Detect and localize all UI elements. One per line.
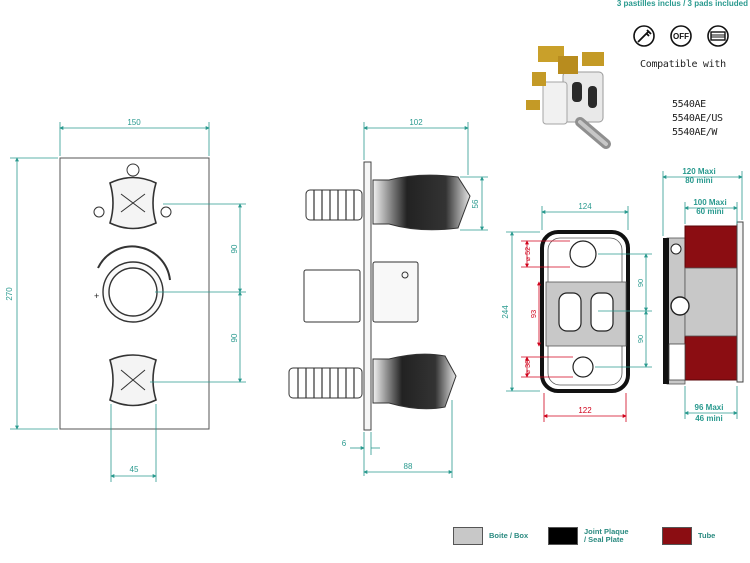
top-diameter-value: 52 bbox=[525, 247, 532, 255]
wall-depth-label: 88 bbox=[404, 462, 413, 471]
front-width-label: 150 bbox=[127, 118, 141, 127]
svg-text:+: + bbox=[94, 291, 99, 301]
outer-max-label: 120 Maxi bbox=[682, 167, 715, 176]
diameter-symbol: ⌀ bbox=[525, 255, 532, 261]
model-item: 5540AE/W bbox=[672, 127, 717, 138]
thermostat-knob: + bbox=[94, 245, 171, 323]
legend-swatch-box bbox=[453, 527, 483, 545]
hand-shower-icon bbox=[707, 25, 729, 47]
compatible-models: 5540AE 5540AE/US 5540AE/W bbox=[672, 98, 723, 140]
pads-included-note: 3 pastilles inclus / 3 pads included bbox=[616, 0, 748, 8]
top-handle bbox=[93, 163, 172, 230]
depth-view bbox=[662, 171, 744, 419]
inner-max-label: 100 Maxi bbox=[693, 198, 726, 207]
legend-label-seal-line1: Joint Plaque bbox=[584, 527, 629, 536]
outer-min-label: 80 mini bbox=[685, 176, 713, 185]
inner-height-label: 93 bbox=[529, 310, 538, 318]
box-height-label: 244 bbox=[501, 305, 510, 319]
compatible-label: Compatible with bbox=[640, 59, 726, 70]
side-view bbox=[288, 122, 488, 478]
bottom-diameter-label: ⌀ 38 bbox=[525, 360, 532, 374]
handle-offset-label: 45 bbox=[130, 465, 139, 474]
side-handle-height-label: 56 bbox=[471, 199, 480, 208]
legend-label-box: Boite / Box bbox=[489, 531, 529, 540]
function-icons: OFF bbox=[633, 24, 729, 53]
legend-swatch-seal bbox=[548, 527, 578, 545]
side-depth-label: 102 bbox=[409, 118, 423, 127]
side-thermostat bbox=[303, 261, 419, 323]
front-spacing-top-label: 90 bbox=[230, 244, 239, 253]
plate-thickness-label: 6 bbox=[342, 439, 347, 448]
bottom-max-label: 96 Maxi bbox=[695, 403, 724, 412]
legend-swatch-tube bbox=[662, 527, 692, 545]
front-spacing-bottom-label: 90 bbox=[230, 333, 239, 342]
legend-box: Boite / Box bbox=[453, 527, 528, 545]
box-spacing-top-label: 90 bbox=[636, 279, 645, 287]
box-width-label: 124 bbox=[578, 202, 592, 211]
legend-label-seal: Joint Plaque / Seal Plate bbox=[584, 528, 629, 544]
front-height-label: 270 bbox=[5, 287, 14, 301]
top-diameter-label: ⌀ 52 bbox=[525, 247, 532, 261]
valve-body-render bbox=[526, 46, 611, 149]
front-view: + bbox=[10, 122, 246, 482]
model-item: 5540AE bbox=[672, 99, 706, 110]
model-item: 5540AE/US bbox=[672, 113, 723, 124]
box-spacing-bottom-label: 90 bbox=[636, 335, 645, 343]
legend-tube: Tube bbox=[662, 527, 715, 545]
box-bottom-width-label: 122 bbox=[578, 406, 592, 415]
legend-seal-plate: Joint Plaque / Seal Plate bbox=[548, 527, 629, 545]
shower-head-icon bbox=[633, 25, 655, 47]
bottom-diameter-value: 38 bbox=[525, 360, 532, 368]
svg-text:OFF: OFF bbox=[673, 32, 689, 41]
bottom-min-label: 46 mini bbox=[695, 414, 723, 423]
inner-min-label: 60 mini bbox=[696, 207, 724, 216]
off-icon: OFF bbox=[670, 25, 692, 47]
legend-label-tube: Tube bbox=[698, 531, 716, 540]
box-view bbox=[506, 206, 652, 422]
bottom-handle bbox=[109, 354, 157, 407]
legend-label-seal-line2: / Seal Plate bbox=[584, 535, 624, 544]
side-top-handle bbox=[305, 174, 471, 231]
diameter-symbol: ⌀ bbox=[525, 368, 532, 374]
side-bottom-handle bbox=[288, 353, 457, 410]
